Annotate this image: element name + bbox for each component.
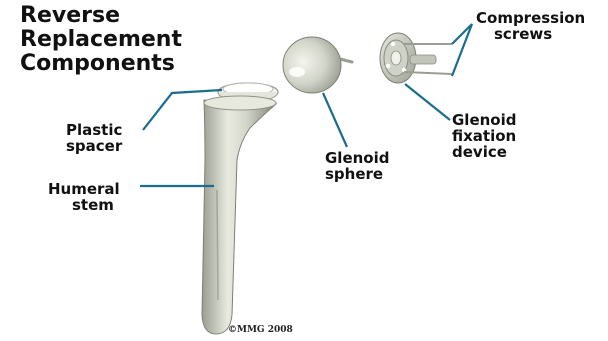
leader-glenoid-sphere	[323, 93, 347, 147]
leader-glenoid-fixation	[405, 84, 450, 120]
title-line-1: Reverse	[20, 4, 182, 28]
glenoid-sphere-part	[283, 37, 352, 93]
title-line-3: Components	[20, 52, 182, 76]
label-glenoid-fixation-device: Glenoid fixation device	[452, 112, 517, 160]
label-plastic-spacer: Plastic spacer	[66, 122, 122, 154]
label-compression-screws: Compression screws	[476, 10, 585, 42]
glenoid-fixation-device-part	[380, 33, 452, 83]
title-line-2: Replacement	[20, 28, 182, 52]
label-glenoid-sphere: Glenoid sphere	[325, 150, 390, 182]
leader-compression-screws-lower	[452, 24, 472, 76]
diagram-title: Reverse Replacement Components	[20, 4, 182, 76]
copyright-notice: ©MMG 2008	[228, 325, 293, 335]
label-humeral-stem: Humeral stem	[48, 181, 120, 213]
humeral-stem-part	[202, 96, 276, 334]
